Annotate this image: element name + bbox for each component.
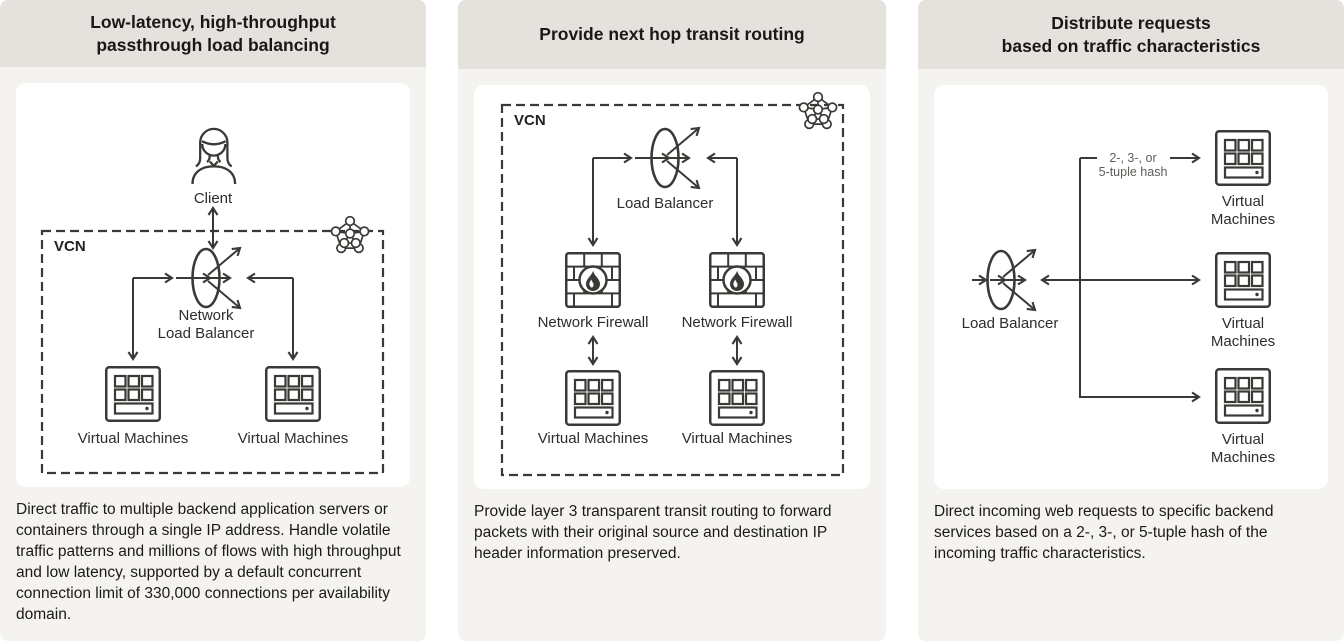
panel-1-diagram-card: Client VCN Network Load Balancer Virtual… bbox=[16, 83, 410, 487]
client-label: Client bbox=[193, 190, 233, 207]
vcn-label: VCN bbox=[54, 238, 86, 255]
virtual-machines-icon bbox=[565, 370, 621, 426]
virtual-machines-icon bbox=[1215, 252, 1271, 308]
panel-3-body: 2-, 3-, or 5-tuple hash Load Balancer Vi… bbox=[918, 69, 1344, 641]
panel-2-diagram bbox=[500, 91, 845, 477]
panel-transit-routing: Provide next hop transit routing bbox=[458, 0, 886, 641]
panel-1-header: Low-latency, high-throughput passthrough… bbox=[0, 0, 426, 67]
panel-2-header: Provide next hop transit routing bbox=[458, 0, 886, 69]
load-balancer-icon bbox=[593, 126, 701, 190]
virtual-machines-icon bbox=[1215, 130, 1271, 186]
vm-label: Virtual Machines bbox=[1210, 431, 1276, 466]
load-balancer-icon bbox=[972, 248, 1037, 312]
load-balancer-label: Load Balancer bbox=[961, 315, 1059, 332]
vcn-boundary bbox=[40, 229, 385, 475]
vm-label: Virtual Machines bbox=[1210, 193, 1276, 228]
panel-3-diagram-card: 2-, 3-, or 5-tuple hash Load Balancer Vi… bbox=[934, 85, 1328, 489]
panel-2-diagram-card: VCN Load Balancer Network Firewall Netwo… bbox=[474, 85, 870, 489]
panel-3-diagram bbox=[972, 130, 1271, 424]
panel-passthrough-load-balancing: Low-latency, high-throughput passthrough… bbox=[0, 0, 426, 641]
virtual-machines-icon bbox=[105, 366, 161, 422]
virtual-machines-icon bbox=[265, 366, 321, 422]
virtual-machines-icon bbox=[709, 370, 765, 426]
panel-2-body: VCN Load Balancer Network Firewall Netwo… bbox=[458, 69, 886, 641]
vm-label: Virtual Machines bbox=[77, 430, 189, 447]
vcn-network-icon bbox=[798, 91, 838, 130]
vm-label: Virtual Machines bbox=[537, 430, 649, 447]
vcn-label: VCN bbox=[514, 112, 546, 129]
panel-2-title: Provide next hop transit routing bbox=[539, 24, 805, 44]
load-balancer-label: Load Balancer bbox=[616, 195, 714, 212]
panel-2-description: Provide layer 3 transparent transit rout… bbox=[474, 503, 832, 562]
network-firewall-label: Network Firewall bbox=[537, 314, 649, 331]
network-firewall-icon bbox=[565, 252, 621, 308]
network-firewall-label: Network Firewall bbox=[681, 314, 793, 331]
network-load-balancer-label: Network Load Balancer bbox=[157, 307, 255, 342]
load-balancer-icon bbox=[133, 246, 242, 310]
vm-label: Virtual Machines bbox=[237, 430, 349, 447]
network-firewall-icon bbox=[709, 252, 765, 308]
panel-3-header: Distribute requests based on traffic cha… bbox=[918, 0, 1344, 69]
vm-label: Virtual Machines bbox=[1210, 315, 1276, 350]
panel-1-title: Low-latency, high-throughput passthrough… bbox=[90, 11, 336, 55]
vm-label: Virtual Machines bbox=[681, 430, 793, 447]
tuple-hash-label: 2-, 3-, or 5-tuple hash bbox=[1098, 151, 1168, 179]
panel-3-description: Direct incoming web requests to specific… bbox=[934, 503, 1274, 562]
virtual-machines-icon bbox=[1215, 368, 1271, 424]
panel-1-description: Direct traffic to multiple backend appli… bbox=[16, 501, 401, 623]
person-icon bbox=[191, 127, 237, 185]
panel-3-title: Distribute requests based on traffic cha… bbox=[1001, 12, 1261, 56]
panel-traffic-characteristics: Distribute requests based on traffic cha… bbox=[918, 0, 1344, 641]
vcn-boundary bbox=[500, 103, 845, 477]
panel-1-body: Client VCN Network Load Balancer Virtual… bbox=[0, 67, 426, 641]
panel-1-diagram bbox=[40, 127, 385, 475]
vcn-network-icon bbox=[330, 215, 370, 254]
